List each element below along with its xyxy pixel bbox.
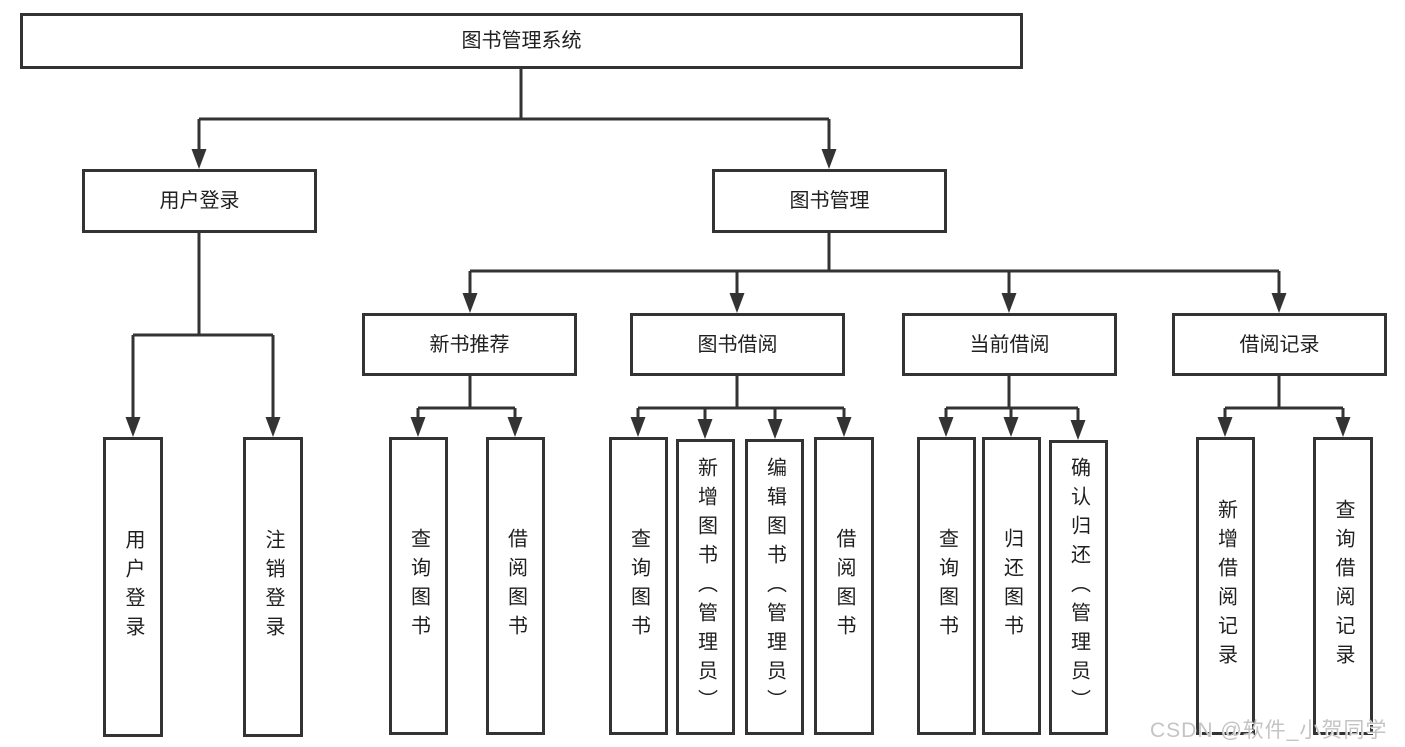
node-leaf-query-books-1: 查询图书 (389, 437, 448, 735)
node-leaf-add-borrow-record: 新增借阅记录 (1196, 437, 1255, 735)
node-leaf-user-login: 用户登录 (103, 437, 163, 737)
node-user-login: 用户登录 (82, 169, 317, 233)
node-leaf-return-books: 归还图书 (982, 437, 1041, 735)
node-leaf-borrow-books-1: 借阅图书 (486, 437, 545, 735)
node-book-management-system: 图书管理系统 (20, 13, 1023, 69)
node-book-management: 图书管理 (712, 169, 947, 233)
node-leaf-edit-books-admin: 编辑图书（管理员） (745, 439, 804, 735)
node-leaf-query-books-3: 查询图书 (917, 437, 976, 735)
node-leaf-add-books-admin: 新增图书（管理员） (676, 439, 735, 735)
node-leaf-logout: 注销登录 (243, 437, 303, 737)
node-new-book-recommend: 新书推荐 (362, 313, 577, 376)
csdn-watermark: CSDN @软件_小贺同学 (1150, 719, 1388, 742)
node-borrowing-records: 借阅记录 (1172, 313, 1387, 376)
node-current-borrowing: 当前借阅 (902, 313, 1117, 376)
node-leaf-query-books-2: 查询图书 (609, 437, 668, 735)
node-leaf-query-borrow-record: 查询借阅记录 (1313, 437, 1373, 735)
node-book-borrowing: 图书借阅 (630, 313, 845, 376)
node-leaf-confirm-return-admin: 确认归还（管理员） (1049, 440, 1108, 735)
node-leaf-borrow-books-2: 借阅图书 (814, 437, 874, 735)
